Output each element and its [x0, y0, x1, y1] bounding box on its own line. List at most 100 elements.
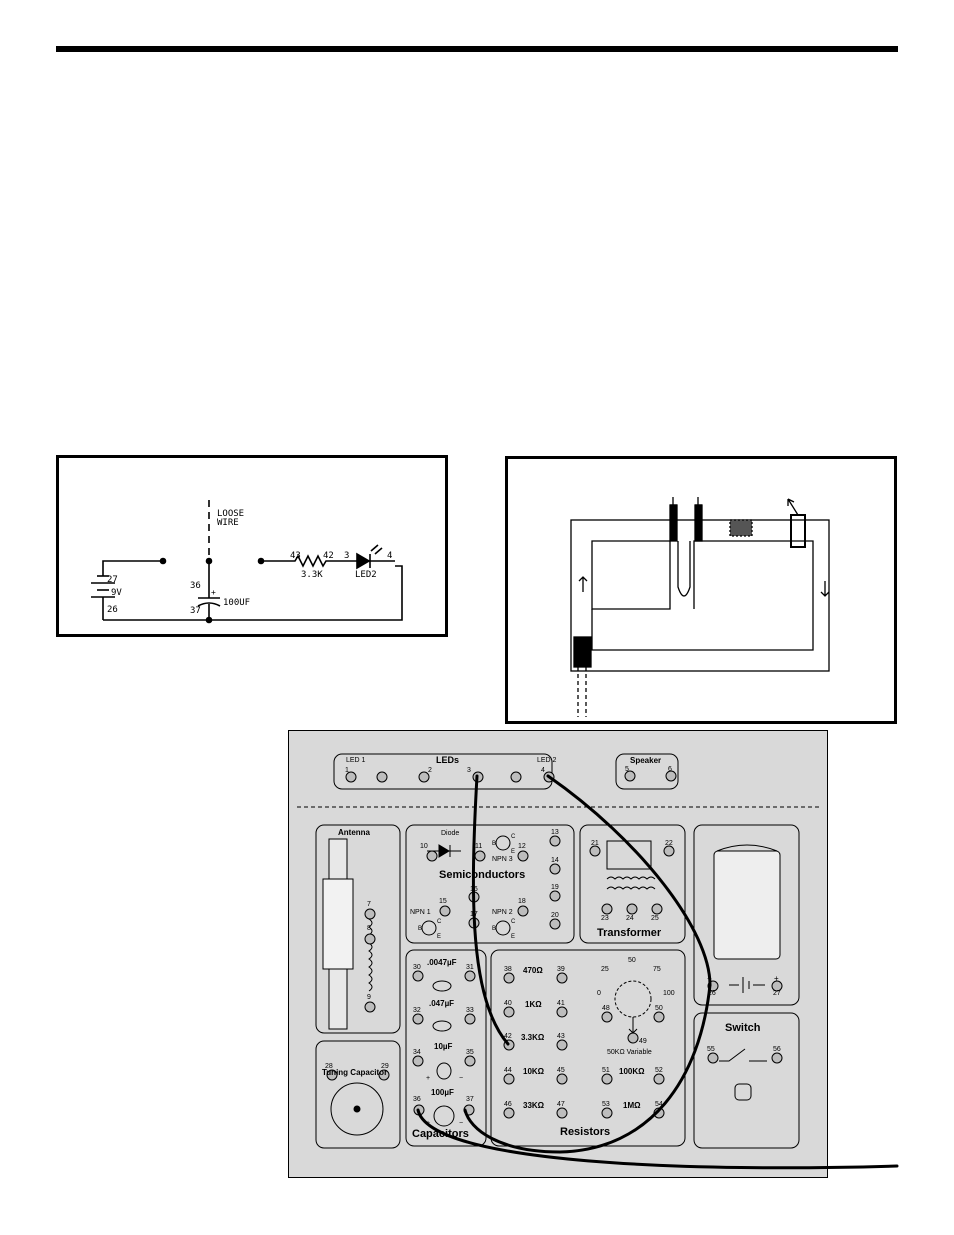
- t53-label: 53: [602, 1101, 610, 1108]
- speaker-title: Speaker: [630, 756, 661, 765]
- t24-label: 24: [626, 915, 634, 922]
- terminal-22[interactable]: [663, 845, 675, 857]
- terminal-7[interactable]: [364, 908, 376, 920]
- t45-label: 45: [557, 1067, 565, 1074]
- terminal-52[interactable]: [653, 1073, 665, 1085]
- terminal-11[interactable]: [474, 850, 486, 862]
- switch-title: Switch: [725, 1022, 761, 1034]
- res4-label: 10KΩ: [523, 1067, 545, 1076]
- terminal-14[interactable]: [549, 863, 561, 875]
- terminal-40[interactable]: [503, 1006, 515, 1018]
- t3-label: 3: [467, 767, 471, 774]
- terminal-10[interactable]: [426, 850, 438, 862]
- t42-label: 42: [504, 1033, 512, 1040]
- terminal-2[interactable]: [418, 771, 430, 783]
- t52-label: 52: [655, 1067, 663, 1074]
- terminal-1[interactable]: [345, 771, 357, 783]
- terminal-27[interactable]: [771, 980, 783, 992]
- terminal-12[interactable]: [517, 850, 529, 862]
- loop-inner-left: [591, 540, 671, 610]
- t15-label: 15: [439, 898, 447, 905]
- diode-label: Diode: [441, 830, 459, 837]
- terminal-39[interactable]: [556, 972, 568, 984]
- antenna-title: Antenna: [338, 828, 371, 837]
- t11-label: 11: [475, 843, 482, 850]
- variable-scale-75: 75: [653, 966, 661, 973]
- terminal-50[interactable]: [653, 1011, 665, 1023]
- terminal-20[interactable]: [549, 918, 561, 930]
- battery-plus: +: [774, 974, 779, 983]
- terminal-42[interactable]: [503, 1039, 515, 1051]
- terminal-32[interactable]: [412, 1013, 424, 1025]
- t46-label: 46: [504, 1101, 512, 1108]
- variable-dial: [614, 980, 652, 1018]
- terminal-41[interactable]: [556, 1006, 568, 1018]
- terminal-19[interactable]: [549, 890, 561, 902]
- terminal-43[interactable]: [556, 1039, 568, 1051]
- t29-label: 29: [381, 1063, 389, 1070]
- semiconductors-title: Semiconductors: [439, 869, 525, 881]
- t26-label: 26: [708, 990, 716, 997]
- terminal-25[interactable]: [651, 903, 663, 915]
- terminal-led1-lens[interactable]: [376, 771, 388, 783]
- npn2-c: C: [511, 919, 516, 925]
- terminal-56[interactable]: [771, 1052, 783, 1064]
- terminal-35[interactable]: [464, 1055, 476, 1067]
- terminal-17[interactable]: [468, 917, 480, 929]
- terminal-37[interactable]: [463, 1104, 475, 1116]
- terminal-48[interactable]: [601, 1011, 613, 1023]
- capacitors-title: Capacitors: [412, 1128, 469, 1140]
- terminal-9[interactable]: [364, 1001, 376, 1013]
- terminal-13[interactable]: [549, 835, 561, 847]
- terminal-46[interactable]: [503, 1107, 515, 1119]
- t38-label: 38: [504, 966, 512, 973]
- leds-section: [333, 753, 553, 790]
- t19-label: 19: [551, 884, 559, 891]
- res1-label: 470Ω: [523, 966, 543, 975]
- switch-nut: [734, 1083, 752, 1101]
- terminal-34[interactable]: [412, 1055, 424, 1067]
- terminal-51[interactable]: [601, 1073, 613, 1085]
- led-label: LED2: [355, 570, 377, 580]
- terminal-47[interactable]: [556, 1107, 568, 1119]
- cap3-minus: −: [459, 1075, 463, 1082]
- terminal-44[interactable]: [503, 1073, 515, 1085]
- terminal-38[interactable]: [503, 972, 515, 984]
- t33-label: 33: [466, 1007, 474, 1014]
- terminal-54[interactable]: [653, 1107, 665, 1119]
- terminal-36[interactable]: [413, 1104, 425, 1116]
- terminal-16[interactable]: [468, 891, 480, 903]
- terminal-49[interactable]: [627, 1032, 639, 1044]
- terminal-3[interactable]: [472, 771, 484, 783]
- terminal-33[interactable]: [464, 1013, 476, 1025]
- terminal-55[interactable]: [707, 1052, 719, 1064]
- terminal-30[interactable]: [412, 970, 424, 982]
- terminal-18[interactable]: [517, 905, 529, 917]
- t41-label: 41: [557, 1000, 565, 1007]
- t10-label: 10: [420, 843, 428, 850]
- terminal-21[interactable]: [589, 845, 601, 857]
- terminal-4[interactable]: [543, 771, 555, 783]
- plug-left: [573, 636, 592, 668]
- t16-label: 16: [470, 886, 478, 893]
- led2-label: LED 2: [537, 757, 557, 764]
- board-svg: LEDs LED 1 LED 2 1 2 3 4 Speaker 5 6 Ant…: [297, 753, 819, 1149]
- terminal-23[interactable]: [601, 903, 613, 915]
- junction-dot-top: [205, 557, 213, 565]
- terminal-24[interactable]: [626, 903, 638, 915]
- diode-symbol: [438, 844, 450, 858]
- terminal-15[interactable]: [439, 905, 451, 917]
- tuning-section: [315, 1040, 401, 1149]
- transformer-winding-2: [606, 886, 656, 890]
- terminal-53[interactable]: [601, 1107, 613, 1119]
- terminal-8[interactable]: [364, 933, 376, 945]
- terminal-45[interactable]: [556, 1073, 568, 1085]
- terminal-31[interactable]: [464, 970, 476, 982]
- transformer-winding-1: [606, 876, 656, 880]
- t12-label: 12: [518, 843, 526, 850]
- junction-dot-bottom: [205, 616, 213, 624]
- terminal-28[interactable]: [326, 1069, 338, 1081]
- battery-value: 9V: [111, 588, 122, 598]
- terminal-29[interactable]: [378, 1069, 390, 1081]
- terminal-led2-lens[interactable]: [510, 771, 522, 783]
